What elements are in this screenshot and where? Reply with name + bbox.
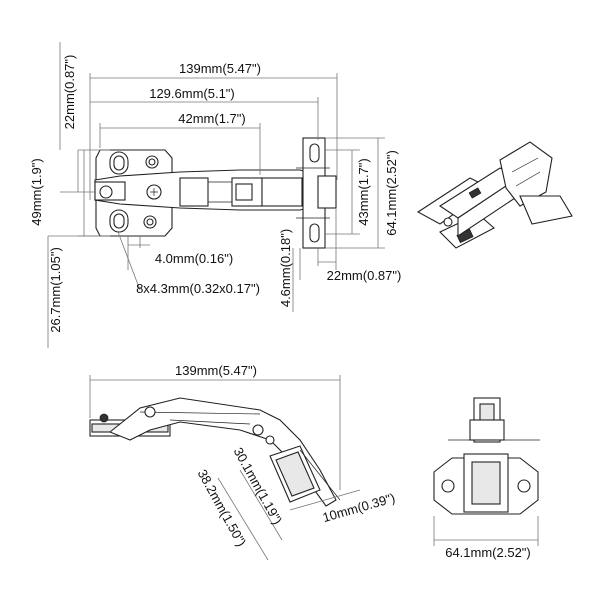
plate-hole-bottom-inner [146,218,154,226]
flange-slot-bottom [309,223,320,243]
side-door-line [299,449,341,501]
side-arm-lines [139,411,261,425]
side-pivot-3 [265,435,275,445]
iso-screw [468,187,482,199]
dim-overall-depth: 38.2mm(1.50") [195,467,250,549]
dim-plate-height: 49mm(1.9") [29,158,44,225]
dim-cup-distance: 22mm(0.87") [327,268,402,283]
iso-cup-housing [499,141,553,207]
dim-plate-width: 42mm(1.7") [178,111,245,126]
dim-cup-offset: 22mm(0.87") [62,55,77,130]
side-pivot-2 [252,424,264,436]
arm-block-1 [179,177,209,207]
arm-block-3 [261,177,303,207]
dim-bottom-offset: 26.7mm(1.05") [48,247,63,333]
iso-hole [443,217,453,227]
adjust-screw-left [99,185,113,199]
arm-rails [208,181,232,203]
side-screw [99,413,109,423]
adjust-screw-slot [150,188,158,196]
dim-side-width: 139mm(5.47") [175,363,257,378]
plate-hole-top-inner [148,158,156,166]
dim-front-width: 64.1mm(2.52") [445,545,531,560]
dim-screw-inset: 4.0mm(0.16") [155,251,233,266]
dim-flange-height: 64.1mm(2.52") [384,150,399,236]
front-cup-inner [471,461,501,505]
side-view [89,397,341,507]
dim-top-width: 139mm(5.47") [179,61,261,76]
top-view [94,137,337,249]
side-arm [108,397,337,507]
dim-slot-size: 8x4.3mm(0.32x0.17") [136,281,260,296]
side-pivot-1 [144,406,156,418]
front-view-dimensions [433,516,539,546]
front-arm-base [469,419,505,441]
cup-body [317,175,337,209]
front-hole-right [517,479,531,493]
side-cup-inner [275,451,315,497]
plate-slot-bottom-inner [113,213,125,229]
plate-slot-top-inner [113,155,125,171]
top-view-dimensions [47,42,385,348]
isometric-view [416,141,573,249]
arm-block-2-window [235,183,253,201]
side-view-dimensions [89,375,361,561]
front-view [433,397,540,515]
cup-rim [296,167,330,219]
dim-hole-spacing: 43mm(1.7") [356,158,371,225]
flange-slot-top [309,143,320,163]
iso-details [511,157,541,187]
front-hole-left [441,479,455,493]
iso-flange [519,195,573,225]
dim-boring-depth: 4.6mm(0.18") [278,229,293,307]
dim-arm-length: 129.6mm(5.1") [149,86,235,101]
